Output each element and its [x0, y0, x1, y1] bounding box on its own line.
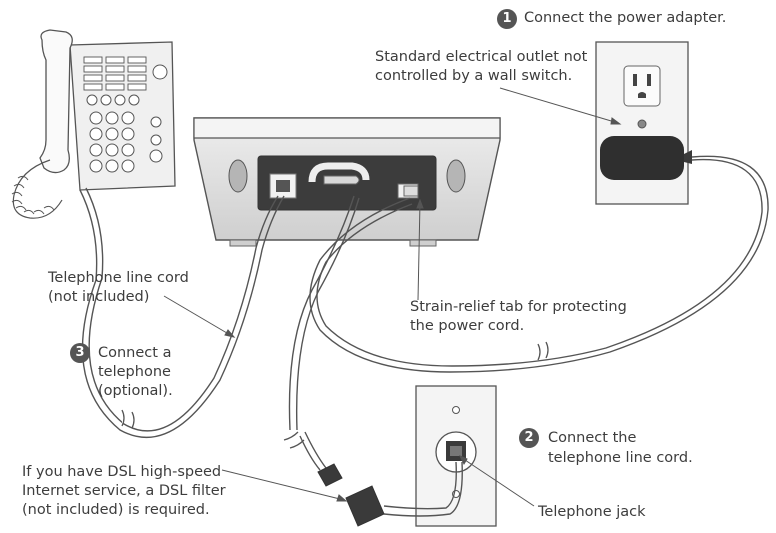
base-unit-illustration [193, 117, 501, 247]
cords [79, 155, 769, 517]
dsl-callout-line-2: Internet service, a DSL filter [22, 483, 226, 499]
step-3-badge: 3 [70, 343, 90, 363]
step-3-line-2: telephone [98, 364, 171, 380]
step-2-badge: 2 [519, 428, 539, 448]
step-1-badge: 1 [497, 9, 517, 29]
dsl-callout-line-1: If you have DSL high-speed [22, 464, 222, 480]
outlet-callout-line-2: controlled by a wall switch. [375, 68, 573, 84]
telephone-illustration [11, 29, 176, 219]
strain-relief-callout-line-1: Strain-relief tab for protecting [410, 299, 627, 315]
cord-break-marks [121, 341, 549, 449]
outlet-callout-line-1: Standard electrical outlet not [375, 49, 588, 65]
wall-jack-illustration [415, 385, 497, 527]
step-3-line-1: Connect a [98, 345, 172, 361]
jack-callout: Telephone jack [538, 504, 646, 520]
step-1-text: Connect the power adapter. [524, 10, 727, 26]
line-cord-callout-line-2: (not included) [48, 289, 150, 305]
outlet-illustration [595, 41, 692, 205]
strain-relief-callout-line-2: the power cord. [410, 318, 525, 334]
step-2-line-2: telephone line cord. [548, 450, 693, 466]
dsl-filter-illustration [317, 463, 385, 527]
dsl-callout-line-3: (not included) is required. [22, 502, 210, 518]
step-3-line-3: (optional). [98, 383, 173, 399]
leader-lines [163, 87, 622, 507]
line-cord-callout-line-1: Telephone line cord [48, 270, 189, 286]
step-2-line-1: Connect the [548, 430, 637, 446]
